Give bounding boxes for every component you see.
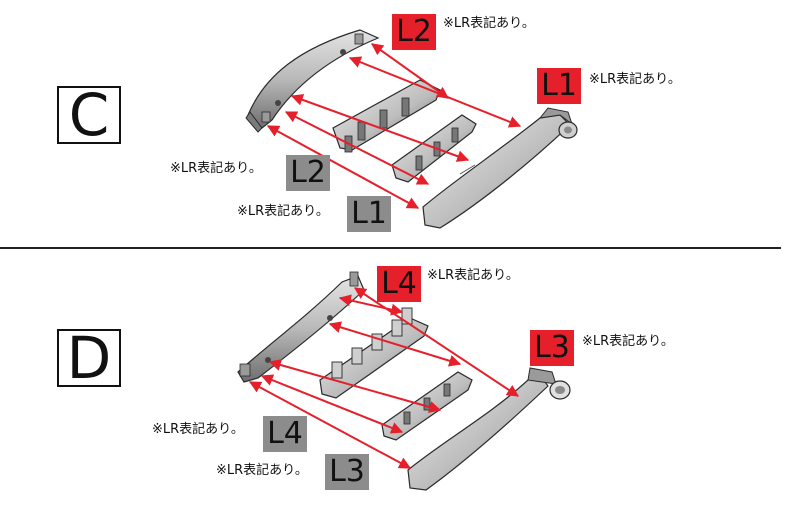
section-c-parts bbox=[245, 29, 578, 229]
c-tag-l1-gray-text: L1 bbox=[351, 196, 387, 231]
c-tag-l2-gray-text: L2 bbox=[290, 155, 326, 190]
step-d-box: D bbox=[57, 329, 121, 387]
d-tag-l3-gray: L3 bbox=[325, 454, 369, 490]
d-note-l4-gray: ※LR表記あり。 bbox=[152, 422, 244, 437]
d-tag-l4-gray: L4 bbox=[263, 416, 307, 452]
d-note-l3-red: ※LR表記あり。 bbox=[582, 334, 674, 349]
c-tag-l2-gray: L2 bbox=[286, 155, 330, 191]
d-tag-l3-red-text: L3 bbox=[534, 330, 570, 365]
step-c-box: C bbox=[57, 86, 121, 144]
c-tag-l1-red-text: L1 bbox=[541, 68, 577, 103]
c-note-l1-gray: ※LR表記あり。 bbox=[237, 204, 329, 219]
section-d-parts bbox=[237, 271, 571, 491]
d-right-arm bbox=[407, 374, 549, 491]
c-tag-l2-red: L2 bbox=[392, 14, 436, 50]
section-divider bbox=[0, 247, 781, 249]
d-note-l3-gray: ※LR表記あり。 bbox=[216, 463, 308, 478]
c-tag-l1-gray: L1 bbox=[347, 196, 391, 232]
c-note-l2-gray: ※LR表記あり。 bbox=[170, 161, 262, 176]
c-note-l2-red: ※LR表記あり。 bbox=[443, 16, 535, 31]
c-note-l1-red: ※LR表記あり。 bbox=[589, 72, 681, 87]
step-c-letter: C bbox=[68, 81, 110, 149]
d-tag-l4-gray-text: L4 bbox=[267, 416, 303, 451]
d-note-l4-red: ※LR表記あり。 bbox=[427, 268, 519, 283]
step-d-letter: D bbox=[66, 324, 112, 392]
d-tag-l4-red: L4 bbox=[377, 266, 421, 302]
d-tag-l3-gray-text: L3 bbox=[329, 454, 365, 489]
d-mid-comb bbox=[319, 317, 429, 399]
c-tag-l2-red-text: L2 bbox=[396, 14, 432, 49]
d-tag-l3-red: L3 bbox=[530, 330, 574, 366]
c-tag-l1-red: L1 bbox=[537, 68, 581, 104]
d-tag-l4-red-text: L4 bbox=[381, 266, 417, 301]
